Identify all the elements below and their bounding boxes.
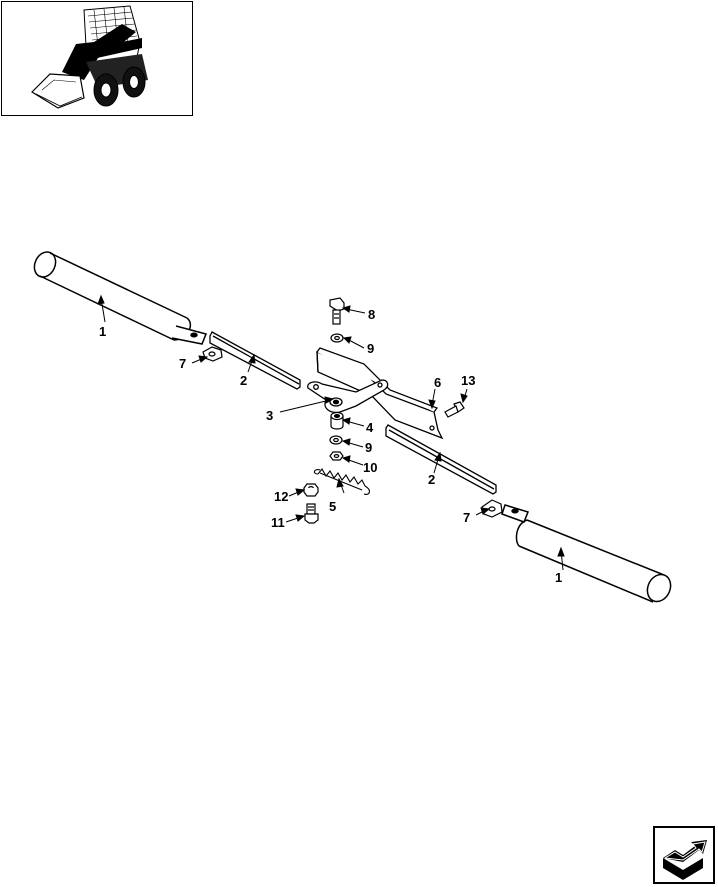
callout-9-top: 9 [367,341,374,356]
callout-2-left: 2 [240,373,247,388]
callout-7-left: 7 [179,356,186,371]
nut-12 [303,483,319,497]
washer-7-left [202,346,223,362]
callout-12: 12 [274,489,288,504]
callout-5: 5 [329,499,336,514]
callout-10: 10 [363,460,377,475]
callout-3: 3 [266,408,273,423]
callout-8: 8 [368,307,375,322]
leader-lines [97,294,565,571]
bushing-4 [330,411,344,430]
handle-grip-right [501,504,672,603]
callout-6: 6 [434,375,441,390]
callout-4: 4 [366,420,374,435]
next-page-arrow-icon [663,840,707,880]
callout-11: 11 [271,515,285,530]
callout-9-bottom: 9 [365,440,372,455]
pivot-lever [307,379,389,414]
callout-1-left: 1 [99,324,106,339]
bolt-11 [304,503,319,524]
callout-7-right: 7 [463,510,470,525]
screw-13 [444,401,465,418]
machine-thumbnail [1,1,193,116]
next-page-button[interactable] [653,826,715,884]
nut-10 [329,451,344,461]
washer-9-top [330,333,344,343]
handle-grip-left [33,251,208,345]
callout-1-right: 1 [555,570,562,585]
bolt-8 [329,297,345,325]
skid-steer-loader-icon [31,5,148,109]
callout-2-right: 2 [428,472,435,487]
washer-9-bottom [329,435,343,445]
callout-13: 13 [461,373,475,388]
mounting-bracket [316,347,444,440]
spring-5 [313,468,370,495]
